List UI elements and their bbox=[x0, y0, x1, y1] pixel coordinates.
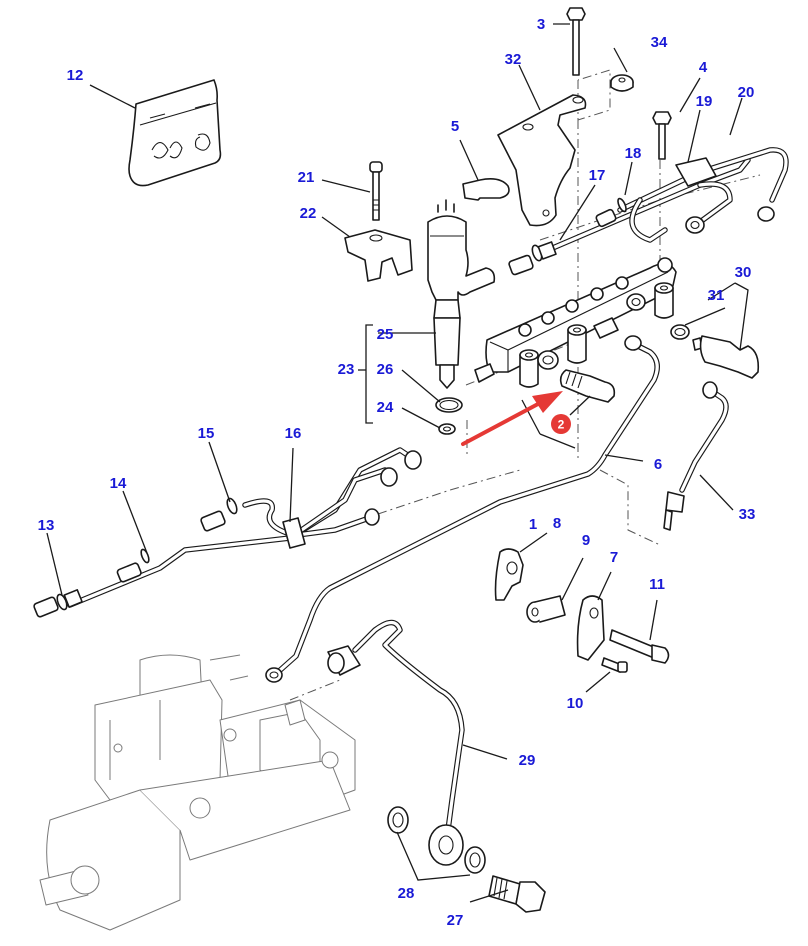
part-17-pipe-fitting[interactable] bbox=[508, 241, 557, 276]
callout-23[interactable]: 23 bbox=[338, 361, 355, 378]
part-33-sensor-pipe[interactable] bbox=[663, 381, 729, 531]
part-14-pipe-seal[interactable] bbox=[116, 548, 151, 583]
callout-25[interactable]: 25 bbox=[377, 326, 394, 343]
callout-3[interactable]: 3 bbox=[537, 16, 545, 33]
part-34-spacer[interactable] bbox=[610, 74, 634, 92]
callout-22[interactable]: 22 bbox=[300, 205, 317, 222]
part-4-bolt[interactable] bbox=[652, 111, 672, 160]
callout-31[interactable]: 31 bbox=[708, 287, 725, 304]
part-30-pressure-sensor[interactable] bbox=[692, 335, 760, 379]
callout-19[interactable]: 19 bbox=[696, 93, 713, 110]
lower-pipe-nuts bbox=[364, 450, 422, 526]
part-25-injector[interactable] bbox=[427, 199, 496, 389]
part-10-screw[interactable] bbox=[601, 657, 628, 673]
part-29-return-pipe[interactable] bbox=[327, 619, 465, 866]
part-16-pipe-clamp[interactable] bbox=[282, 517, 306, 549]
callout-8[interactable]: 8 bbox=[553, 515, 561, 532]
callout-11[interactable]: 11 bbox=[649, 576, 665, 593]
part-12-seal-kit-bag[interactable] bbox=[128, 79, 222, 187]
callout-14[interactable]: 14 bbox=[110, 475, 127, 492]
part-32-mounting-bracket[interactable] bbox=[497, 94, 587, 227]
part-2-pressure-relief-valve[interactable] bbox=[559, 369, 616, 403]
callout-29[interactable]: 29 bbox=[519, 752, 536, 769]
callout-21[interactable]: 21 bbox=[298, 169, 315, 186]
part-18-pipe-grommet[interactable] bbox=[595, 197, 627, 228]
callout-4[interactable]: 4 bbox=[699, 59, 708, 76]
callout-6[interactable]: 6 bbox=[654, 456, 662, 473]
part-5-clip[interactable] bbox=[462, 178, 510, 201]
callout-16[interactable]: 16 bbox=[285, 425, 302, 442]
callout-12[interactable]: 12 bbox=[67, 67, 84, 84]
leader-lines bbox=[46, 23, 749, 903]
part-20-pipe-nut[interactable] bbox=[685, 206, 775, 234]
callout-7[interactable]: 7 bbox=[610, 549, 618, 566]
part-7-bracket[interactable] bbox=[576, 595, 605, 661]
callout-18[interactable]: 18 bbox=[625, 145, 642, 162]
highlight-arrow bbox=[461, 391, 563, 446]
part-11-bolt[interactable] bbox=[609, 629, 670, 664]
part-21-bolt[interactable] bbox=[369, 161, 383, 221]
part-15-pipe-seal[interactable] bbox=[200, 497, 239, 532]
part-19-pipe-clamp[interactable] bbox=[675, 157, 717, 187]
callout-26[interactable]: 26 bbox=[377, 361, 394, 378]
callout-28[interactable]: 28 bbox=[398, 885, 415, 902]
part-1-rail-spacers[interactable] bbox=[519, 282, 674, 388]
callout-15[interactable]: 15 bbox=[198, 425, 215, 442]
callout-labels: 1 3 4 5 6 7 8 9 10 11 12 13 14 15 16 17 … bbox=[38, 16, 756, 929]
part-13-pipe-seal[interactable] bbox=[33, 589, 83, 618]
part-3-bolt[interactable] bbox=[566, 7, 586, 76]
callout-10[interactable]: 10 bbox=[567, 695, 584, 712]
part-27-banjo-bolt[interactable] bbox=[488, 875, 546, 913]
highlight-badge-label: 2 bbox=[558, 418, 565, 432]
callout-17[interactable]: 17 bbox=[589, 167, 606, 184]
part-28-washers[interactable] bbox=[387, 806, 486, 874]
callout-24[interactable]: 24 bbox=[377, 399, 394, 416]
upper-injector-pipes[interactable] bbox=[545, 147, 789, 253]
callout-30[interactable]: 30 bbox=[735, 264, 752, 281]
callout-5[interactable]: 5 bbox=[451, 118, 459, 135]
callout-27[interactable]: 27 bbox=[447, 912, 464, 929]
callout-32[interactable]: 32 bbox=[505, 51, 522, 68]
callout-34[interactable]: 34 bbox=[651, 34, 668, 51]
callout-9[interactable]: 9 bbox=[582, 532, 590, 549]
highlight-badge[interactable]: 2 bbox=[551, 414, 571, 434]
part-31-sealing-washer[interactable] bbox=[670, 324, 690, 340]
part-26-o-ring[interactable] bbox=[435, 397, 463, 413]
part-6-high-pressure-pipe[interactable] bbox=[265, 335, 660, 683]
part-22-injector-clamp[interactable] bbox=[344, 229, 413, 282]
callout-13[interactable]: 13 bbox=[38, 517, 55, 534]
fuel-injection-pump bbox=[39, 654, 356, 931]
lower-injector-pipes[interactable] bbox=[67, 447, 418, 608]
part-8-bracket[interactable] bbox=[494, 548, 524, 601]
callout-1[interactable]: 1 bbox=[529, 516, 537, 533]
common-rail[interactable] bbox=[474, 257, 677, 383]
callout-33[interactable]: 33 bbox=[739, 506, 756, 523]
part-9-bushing[interactable] bbox=[526, 595, 566, 623]
part-24-washer[interactable] bbox=[438, 423, 456, 435]
callout-20[interactable]: 20 bbox=[738, 84, 755, 101]
